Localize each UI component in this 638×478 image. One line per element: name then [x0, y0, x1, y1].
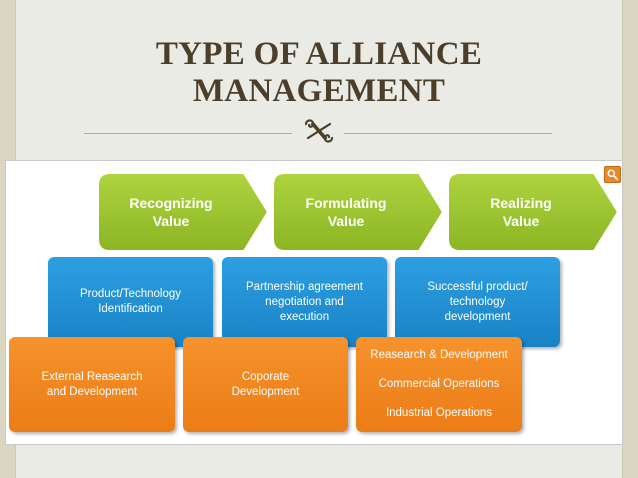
- function-operations-list: Reasearch & Development Commercial Opera…: [356, 337, 522, 432]
- activity-product-technology-identification: Product/Technology Identification: [48, 257, 213, 347]
- activity-successful-product-development: Successful product/ technology developme…: [395, 257, 560, 347]
- activity-label-line-1: Partnership agreement: [246, 280, 363, 293]
- operations-item: Commercial Operations: [378, 378, 500, 390]
- phase-arrow-shape: [447, 172, 620, 252]
- function-label-line-1: Coporate: [241, 370, 290, 383]
- activity-label-line-3: development: [444, 310, 511, 323]
- activity-label-line-2: Identification: [98, 303, 163, 315]
- function-label-line-1: External Reasearch: [41, 370, 143, 383]
- phase-arrow-shape: [272, 172, 445, 252]
- phase-label-line-1: Recognizing: [129, 195, 213, 211]
- slide-title: TYPE OF ALLIANCE MANAGEMENT: [0, 36, 638, 110]
- zoom-button[interactable]: [604, 166, 621, 183]
- activity-label-line-2: technology: [449, 295, 506, 308]
- function-corporate-development: Coporate Development: [183, 337, 348, 432]
- diagram-image-panel: Recognizing Value Formulating Value Real…: [5, 160, 623, 445]
- title-divider-right: [344, 133, 552, 134]
- function-label-line-2: and Development: [46, 385, 138, 398]
- title-line-1: TYPE OF ALLIANCE: [155, 36, 483, 72]
- activity-label-line-2: negotiation and: [265, 295, 344, 308]
- operations-item: Reasearch & Development: [370, 349, 508, 361]
- activity-label-line-1: Product/Technology: [79, 288, 181, 300]
- phase-arrow-shape: [97, 172, 270, 252]
- phase-label-line-2: Value: [327, 213, 365, 229]
- function-external-research: External Reasearch and Development: [9, 337, 175, 432]
- activity-partnership-agreement: Partnership agreement negotiation and ex…: [222, 257, 387, 347]
- title-line-2: MANAGEMENT: [192, 73, 446, 109]
- activity-label-line-1: Successful product/: [427, 280, 528, 293]
- phase-label-line-2: Value: [502, 213, 540, 229]
- activity-label-line-3: execution: [279, 310, 330, 323]
- phase-label-line-1: Realizing: [490, 195, 552, 211]
- phase-label-line-1: Formulating: [305, 195, 387, 211]
- magnifier-icon: [607, 169, 618, 180]
- operations-item: Industrial Operations: [385, 407, 493, 419]
- function-label-line-2: Development: [231, 385, 300, 398]
- scroll-ornament-icon: [304, 119, 334, 143]
- phase-label-line-2: Value: [152, 213, 190, 229]
- title-divider-left: [84, 133, 292, 134]
